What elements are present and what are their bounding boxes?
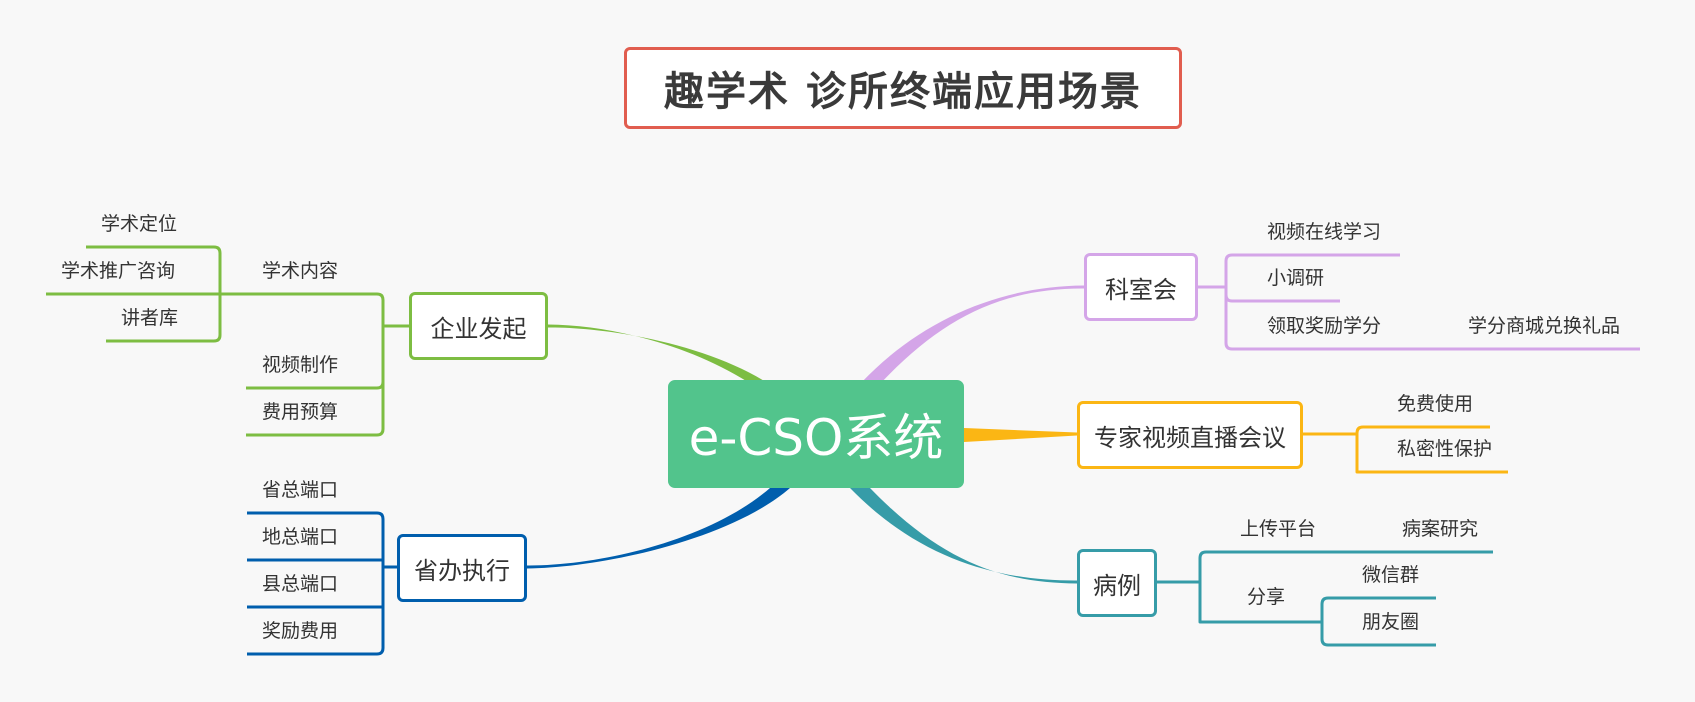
page-title: 趣学术 诊所终端应用场景 bbox=[624, 47, 1182, 129]
central-topic-e-cso[interactable]: e-CSO系统 bbox=[668, 380, 964, 488]
leaf-port-2[interactable]: 县总端口 bbox=[262, 573, 339, 595]
leaf-video-production[interactable]: 视频制作 bbox=[262, 354, 339, 376]
node-expert-live-meeting[interactable]: 专家视频直播会议 bbox=[1077, 401, 1303, 469]
branch-taper-province bbox=[527, 488, 790, 569]
leaf-cost-budget[interactable]: 费用预算 bbox=[262, 401, 339, 423]
leaf-credit-mall-redeem[interactable]: 学分商城兑换礼品 bbox=[1468, 315, 1621, 337]
leaf-share[interactable]: 分享 bbox=[1247, 586, 1286, 608]
leaf-port-0[interactable]: 省总端口 bbox=[262, 479, 339, 501]
leaf-small-survey[interactable]: 小调研 bbox=[1267, 267, 1325, 289]
bracket-share bbox=[1320, 596, 1436, 647]
node-province-execution[interactable]: 省办执行 bbox=[397, 534, 527, 602]
leaf-speaker-library[interactable]: 讲者库 bbox=[121, 307, 179, 329]
leaf-academic-positioning[interactable]: 学术定位 bbox=[101, 213, 178, 235]
node-enterprise-initiated[interactable]: 企业发起 bbox=[409, 292, 548, 360]
leaf-upload-platform[interactable]: 上传平台 bbox=[1240, 518, 1317, 540]
leaf-wechat-group[interactable]: 微信群 bbox=[1362, 564, 1420, 586]
underline-small-survey bbox=[1224, 294, 1340, 303]
bracket-expert bbox=[1355, 425, 1508, 474]
bracket-enterprise bbox=[246, 292, 385, 437]
leaf-academic-promotion-consulting[interactable]: 学术推广咨询 bbox=[61, 260, 176, 282]
node-cases[interactable]: 病例 bbox=[1077, 549, 1157, 617]
branch-taper-enterprise bbox=[548, 324, 769, 384]
leaf-earn-credits[interactable]: 领取奖励学分 bbox=[1267, 315, 1382, 337]
branch-taper-department bbox=[860, 285, 1084, 384]
leaf-free-use[interactable]: 免费使用 bbox=[1397, 393, 1474, 415]
bracket-province bbox=[247, 511, 385, 656]
leaf-case-research[interactable]: 病案研究 bbox=[1402, 518, 1479, 540]
underline-video-production bbox=[246, 381, 385, 390]
bracket-department bbox=[1224, 253, 1640, 351]
leaf-academic-content[interactable]: 学术内容 bbox=[262, 260, 339, 282]
bracket-cases bbox=[1198, 550, 1493, 624]
leaf-port-3[interactable]: 奖励费用 bbox=[262, 620, 339, 642]
leaf-privacy-protection[interactable]: 私密性保护 bbox=[1397, 438, 1493, 460]
branch-taper-expert bbox=[964, 428, 1077, 442]
leaf-online-video-learning[interactable]: 视频在线学习 bbox=[1267, 221, 1382, 243]
branch-taper-cases bbox=[850, 488, 1077, 584]
bracket-academic-content bbox=[86, 245, 222, 343]
leaf-port-1[interactable]: 地总端口 bbox=[262, 526, 339, 548]
node-department-meeting[interactable]: 科室会 bbox=[1084, 253, 1198, 321]
leaf-moments[interactable]: 朋友圈 bbox=[1362, 611, 1420, 633]
